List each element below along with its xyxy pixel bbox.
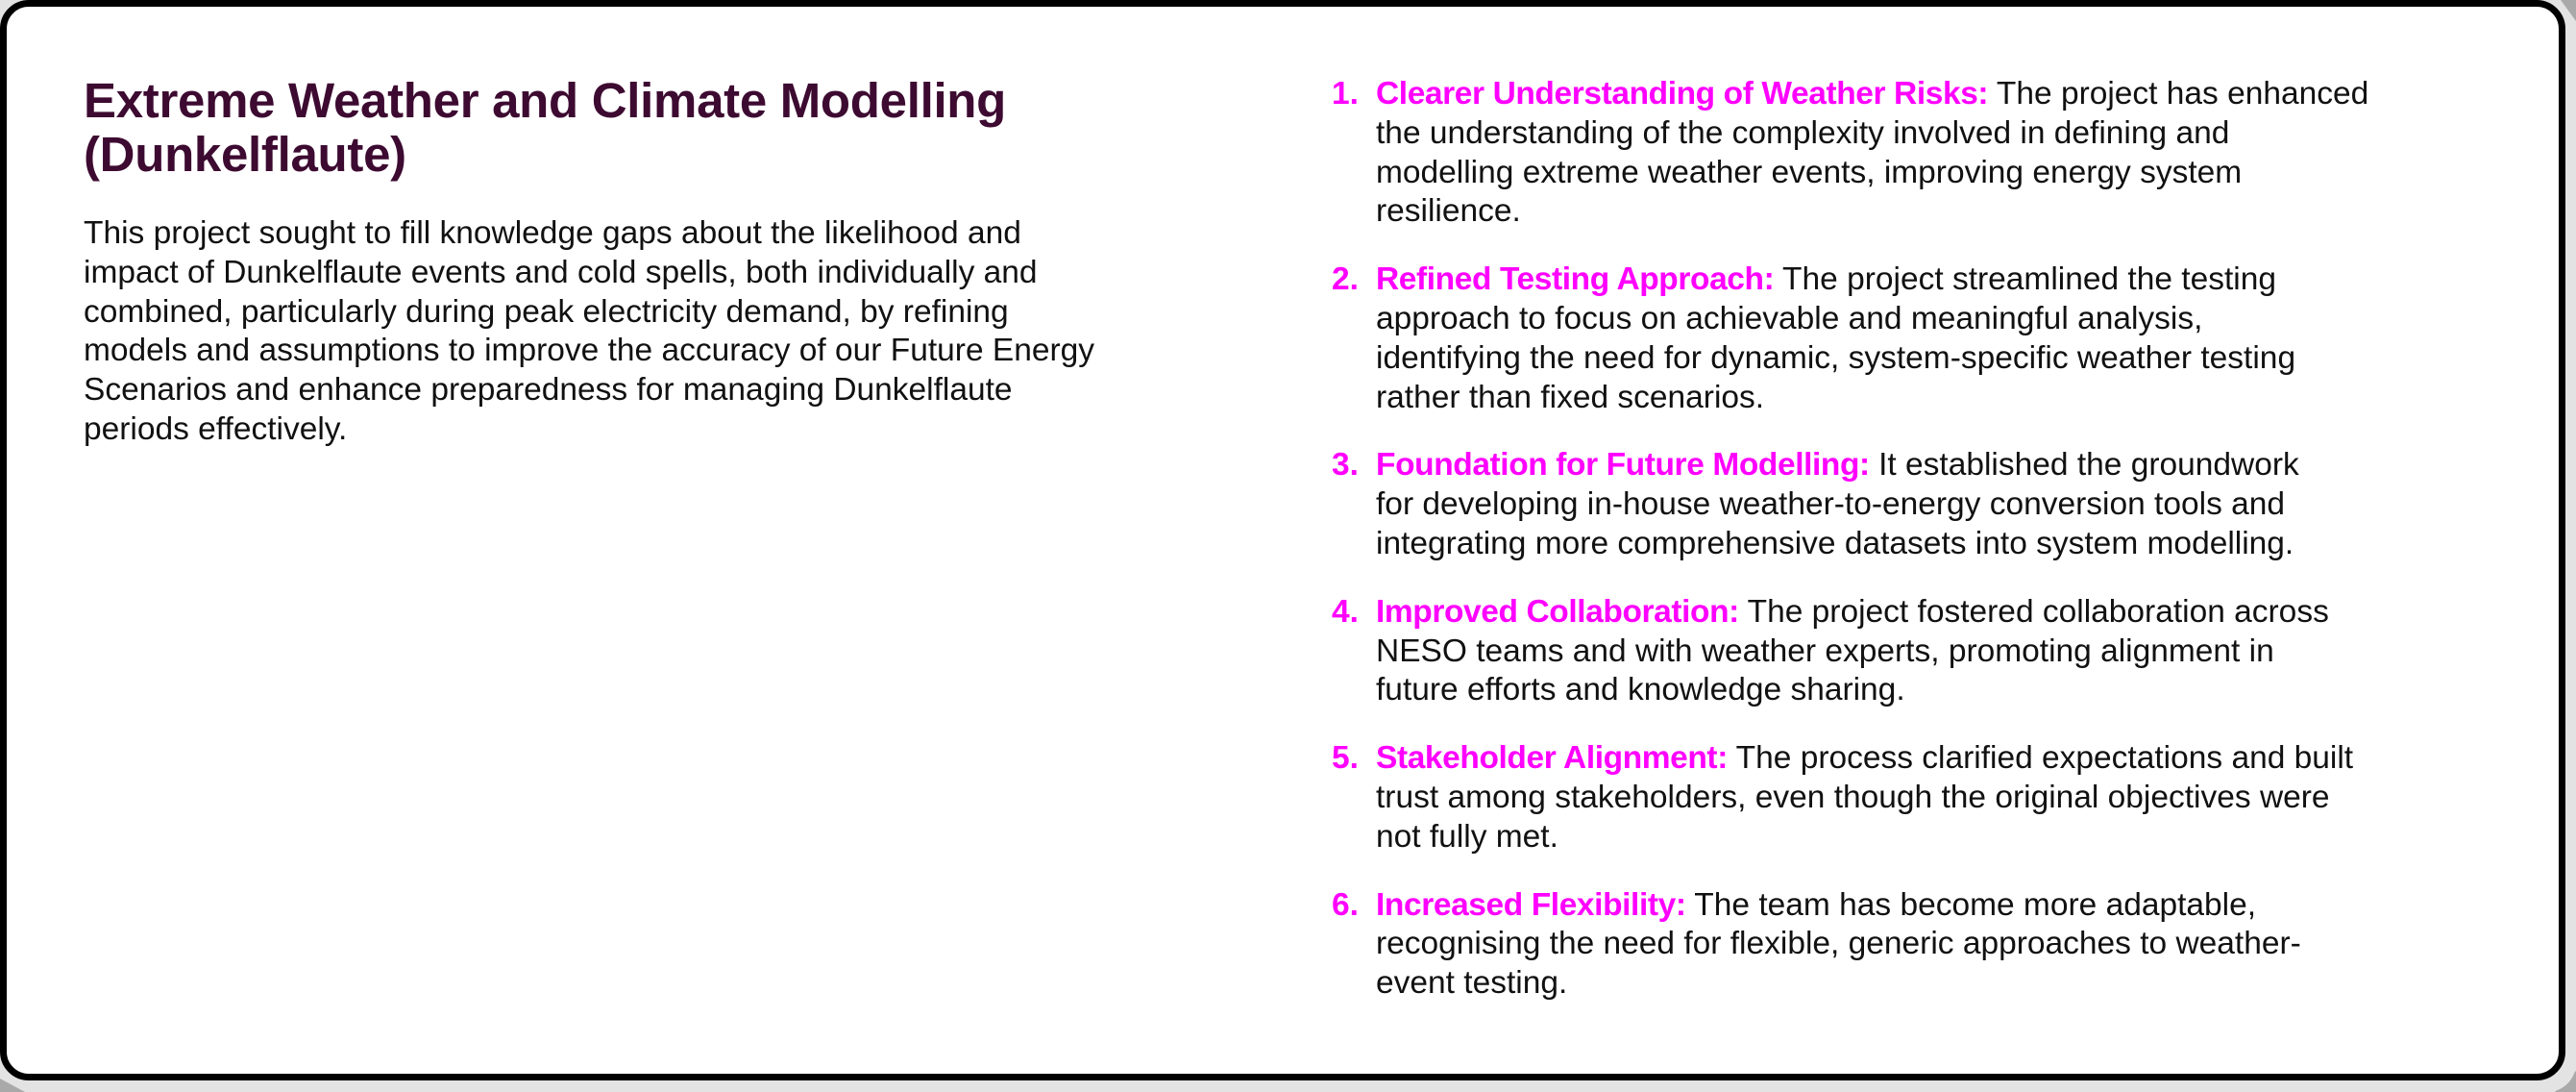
project-overview: Extreme Weather and Climate Modelling (D… [84, 74, 1275, 450]
summary-line: models and assumptions to improve the ac… [84, 333, 1095, 369]
outcome-text-line: modelling extreme weather events, improv… [1376, 154, 2243, 190]
summary-line: impact of Dunkelflaute events and cold s… [84, 254, 1038, 290]
outcome-number: 3. [1332, 447, 1359, 484]
outcome-text-line: recognising the need for flexible, gener… [1376, 926, 2301, 962]
outcome-item: 2. Refined Testing Approach: The project… [1332, 261, 2504, 417]
outcome-text: It established the groundwork [1869, 447, 2299, 484]
outcome-heading: Stakeholder Alignment: [1376, 740, 1728, 777]
corner-shade-bottom-left [0, 1079, 25, 1092]
project-summary: This project sought to fill knowledge ga… [84, 214, 1275, 450]
outcome-first-line: Foundation for Future Modelling: It esta… [1376, 446, 2504, 485]
outcome-first-line: Stakeholder Alignment: The process clari… [1376, 739, 2504, 779]
project-title-line: (Dunkelflaute) [84, 127, 406, 182]
outcome-text: The project has enhanced [1988, 76, 2369, 112]
outcome-text: The team has become more adaptable, [1685, 886, 2257, 923]
outcome-text-line: rather than fixed scenarios. [1376, 379, 1765, 415]
summary-line: This project sought to fill knowledge ga… [84, 215, 1021, 251]
outcome-heading: Clearer Understanding of Weather Risks: [1376, 76, 1989, 112]
outcome-heading: Refined Testing Approach: [1376, 261, 1775, 298]
outcome-text: The process clarified expectations and b… [1727, 740, 2354, 777]
outcome-text-line: identifying the need for dynamic, system… [1376, 339, 2296, 376]
summary-line: combined, particularly during peak elect… [84, 293, 1009, 330]
outcome-heading: Increased Flexibility: [1376, 886, 1686, 923]
outcome-text-line: NESO teams and with weather experts, pro… [1376, 633, 2274, 669]
outcome-text-line: not fully met. [1376, 818, 1558, 855]
outcome-heading: Foundation for Future Modelling: [1376, 447, 1870, 484]
outcome-first-line: Refined Testing Approach: The project st… [1376, 261, 2504, 300]
outcome-text: The project streamlined the testing [1774, 261, 2276, 298]
outcome-text-line: for developing in-house weather-to-energ… [1376, 486, 2286, 523]
corner-shade-bottom-right [2555, 1071, 2576, 1092]
outcome-first-line: Increased Flexibility: The team has beco… [1376, 886, 2504, 926]
outcome-text: The project fostered collaboration acros… [1738, 593, 2329, 630]
outcome-item: 4. Improved Collaboration: The project f… [1332, 593, 2504, 710]
outcome-text-line: approach to focus on achievable and mean… [1376, 300, 2203, 336]
outcome-heading: Improved Collaboration: [1376, 593, 1739, 630]
outcome-item: 1. Clearer Understanding of Weather Risk… [1332, 75, 2504, 232]
outcome-number: 6. [1332, 886, 1359, 923]
outcome-number: 2. [1332, 261, 1359, 298]
outcome-text-line: integrating more comprehensive datasets … [1376, 525, 2294, 561]
outcome-number: 5. [1332, 740, 1359, 777]
outcome-first-line: Clearer Understanding of Weather Risks: … [1376, 75, 2504, 114]
outcome-item: 6. Increased Flexibility: The team has b… [1332, 886, 2504, 1004]
outcome-number: 1. [1332, 76, 1359, 112]
summary-line: Scenarios and enhance preparedness for m… [84, 372, 1013, 409]
project-title-line: Extreme Weather and Climate Modelling [84, 73, 1007, 128]
project-title: Extreme Weather and Climate Modelling (D… [84, 74, 1275, 182]
outcome-item: 3. Foundation for Future Modelling: It e… [1332, 446, 2504, 563]
outcome-number: 4. [1332, 593, 1359, 630]
outcome-first-line: Improved Collaboration: The project fost… [1376, 593, 2504, 633]
outcome-text-line: trust among stakeholders, even though th… [1376, 779, 2330, 815]
summary-line: periods effectively. [84, 410, 348, 447]
outcome-text-line: the understanding of the complexity invo… [1376, 114, 2230, 151]
outcome-text-line: resilience. [1376, 193, 1521, 230]
outcome-text-line: event testing. [1376, 965, 1568, 1002]
outcomes-list: 1. Clearer Understanding of Weather Risk… [1332, 75, 2504, 1032]
outcome-text-line: future efforts and knowledge sharing. [1376, 672, 1905, 708]
outcome-item: 5. Stakeholder Alignment: The process cl… [1332, 739, 2504, 856]
